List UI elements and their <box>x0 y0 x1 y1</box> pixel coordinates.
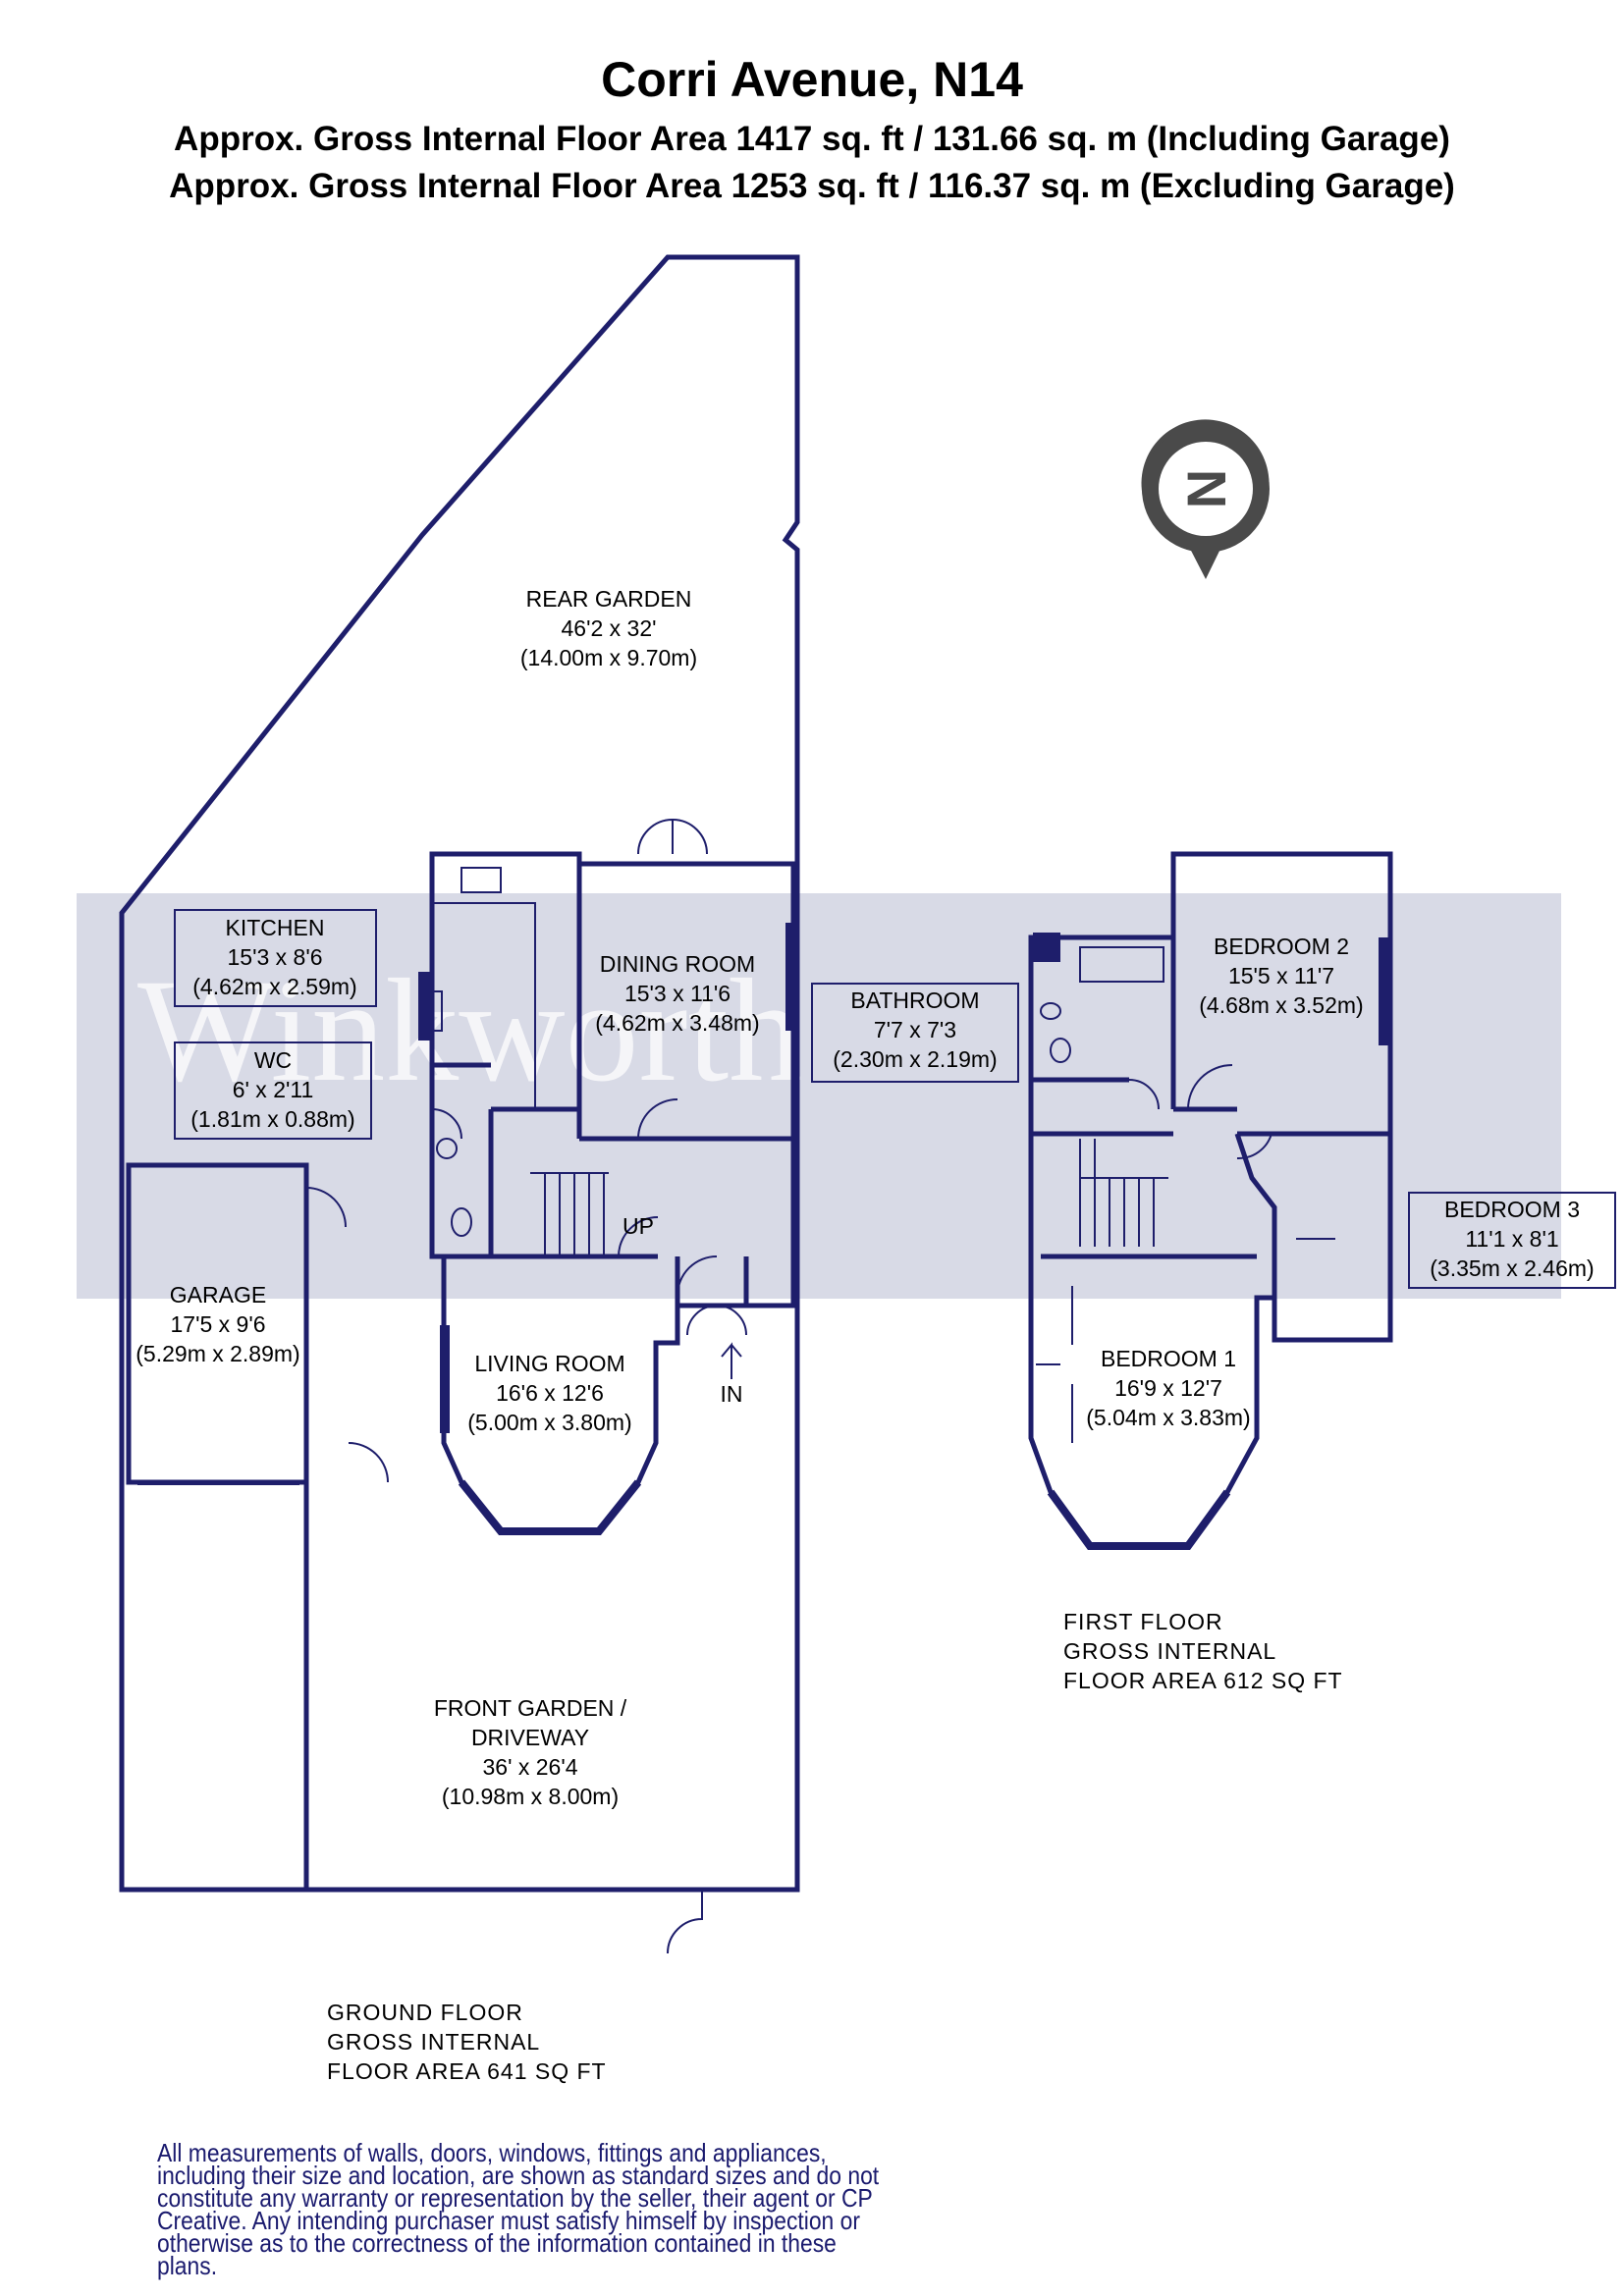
garage-walls <box>126 1162 309 1485</box>
kitchen-name: KITCHEN <box>226 915 325 940</box>
area-including-garage: Approx. Gross Internal Floor Area 1417 s… <box>174 120 1450 158</box>
bathroom-metric: (2.30m x 2.19m) <box>833 1046 997 1072</box>
bedroom3-imperial: 11'1 x 8'1 <box>1465 1226 1558 1252</box>
bedroom2-name: BEDROOM 2 <box>1214 934 1349 959</box>
first-floor-label-1: FIRST FLOOR <box>1063 1609 1223 1634</box>
rear-garden-metric: (14.00m x 9.70m) <box>520 645 697 670</box>
front-garden-name-2: DRIVEWAY <box>471 1725 589 1750</box>
dining-room-name: DINING ROOM <box>600 951 755 977</box>
rear-garden-name: REAR GARDEN <box>526 586 692 612</box>
watermark-band <box>77 893 1561 1299</box>
front-garden-metric: (10.98m x 8.00m) <box>442 1784 619 1809</box>
living-room-name: LIVING ROOM <box>474 1351 624 1376</box>
front-garden-imperial: 36' x 26'4 <box>482 1754 577 1780</box>
bedroom1-name: BEDROOM 1 <box>1101 1346 1236 1371</box>
kitchen-imperial: 15'3 x 8'6 <box>227 944 322 970</box>
bedroom1-metric: (5.04m x 3.83m) <box>1086 1405 1250 1430</box>
dining-room-metric: (4.62m x 3.48m) <box>595 1010 759 1036</box>
dining-room-imperial: 15'3 x 11'6 <box>624 981 731 1006</box>
ground-floor-label-1: GROUND FLOOR <box>327 2000 523 2025</box>
bathroom-imperial: 7'7 x 7'3 <box>874 1017 956 1042</box>
living-room-metric: (5.00m x 3.80m) <box>467 1410 631 1435</box>
in-marker: IN <box>721 1381 743 1407</box>
rear-garden-imperial: 46'2 x 32' <box>561 615 656 641</box>
front-garden-name: FRONT GARDEN / <box>434 1695 627 1721</box>
rear-garden-boundary <box>119 254 800 1893</box>
up-marker: UP <box>623 1213 654 1239</box>
garage-metric: (5.29m x 2.89m) <box>135 1341 299 1366</box>
bedroom2-metric: (4.68m x 3.52m) <box>1199 992 1363 1018</box>
ground-floor-label-2: GROSS INTERNAL <box>327 2029 540 2055</box>
wc-metric: (1.81m x 0.88m) <box>190 1106 354 1132</box>
bathroom-name: BATHROOM <box>850 988 979 1013</box>
north-compass-icon: N <box>1141 419 1270 579</box>
wc-name: WC <box>254 1047 292 1073</box>
disclaimer: All measurements of walls, doors, window… <box>157 2138 880 2280</box>
bedroom3-name: BEDROOM 3 <box>1444 1197 1580 1222</box>
ground-floor-stairs <box>530 1172 609 1256</box>
first-floor-label-3: FLOOR AREA 612 SQ FT <box>1063 1668 1343 1693</box>
compass-letter: N <box>1175 469 1237 508</box>
first-floor-label-2: GROSS INTERNAL <box>1063 1638 1276 1664</box>
first-floor-stairs <box>1079 1139 1168 1247</box>
bedroom1-imperial: 16'9 x 12'7 <box>1114 1375 1222 1401</box>
ground-floor-label-3: FLOOR AREA 641 SQ FT <box>327 2058 607 2084</box>
garage-name: GARAGE <box>170 1282 266 1308</box>
wc-imperial: 6' x 2'11 <box>233 1077 314 1102</box>
kitchen-metric: (4.62m x 2.59m) <box>192 974 356 999</box>
page-title: Corri Avenue, N14 <box>601 52 1023 107</box>
living-room-imperial: 16'6 x 12'6 <box>496 1380 604 1406</box>
watermark-text: Winkworth <box>137 949 802 1112</box>
bedroom2-imperial: 15'5 x 11'7 <box>1228 963 1334 988</box>
area-excluding-garage: Approx. Gross Internal Floor Area 1253 s… <box>169 167 1455 205</box>
garage-imperial: 17'5 x 9'6 <box>170 1311 265 1337</box>
bedroom3-metric: (3.35m x 2.46m) <box>1430 1255 1594 1281</box>
